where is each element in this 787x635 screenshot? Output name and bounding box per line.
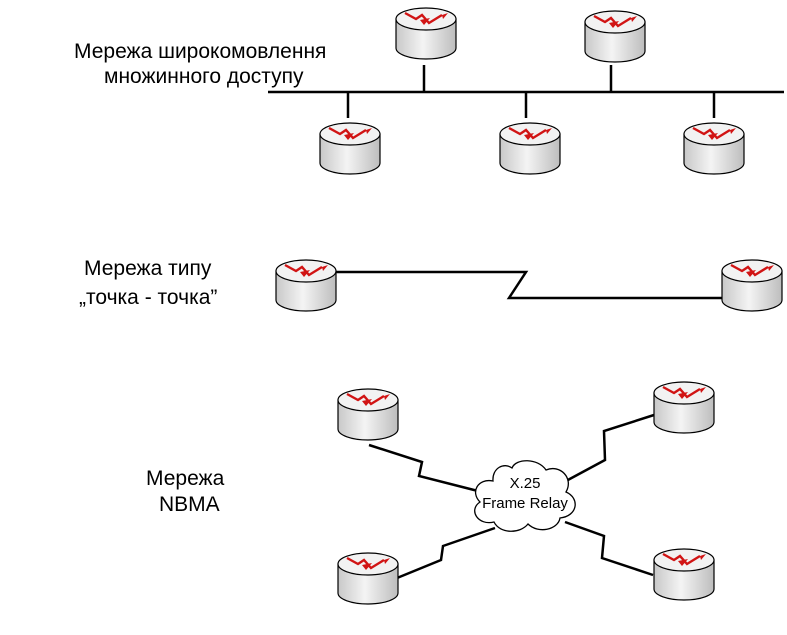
nbma-links [368,413,655,580]
router-icon [652,547,716,602]
label-nbma-line2: NBMA [159,493,220,516]
router-icon [394,6,458,61]
router-icon [498,121,562,176]
router-icon [583,9,647,64]
router-icon [652,380,716,435]
label-p2p-line2: „точка - точка” [79,286,218,309]
router-icon [682,121,746,176]
p2p-link [336,270,722,300]
cloud-label-line2: Frame Relay [482,495,568,512]
router-icon [318,121,382,176]
label-broadcast-line1: Мережа широкомовлення [74,40,327,63]
label-p2p-line1: Мережа типу [84,257,212,280]
broadcast-bus [268,65,784,118]
cloud-label-line1: X.25 [510,475,541,492]
router-icon [336,387,400,442]
router-icon [336,551,400,606]
label-nbma-line1: Мережа [146,467,225,490]
router-icon [274,258,338,313]
cloud-icon: X.25 Frame Relay [474,460,576,532]
label-broadcast-line2: множинного доступу [104,65,304,88]
router-icon [720,258,784,313]
